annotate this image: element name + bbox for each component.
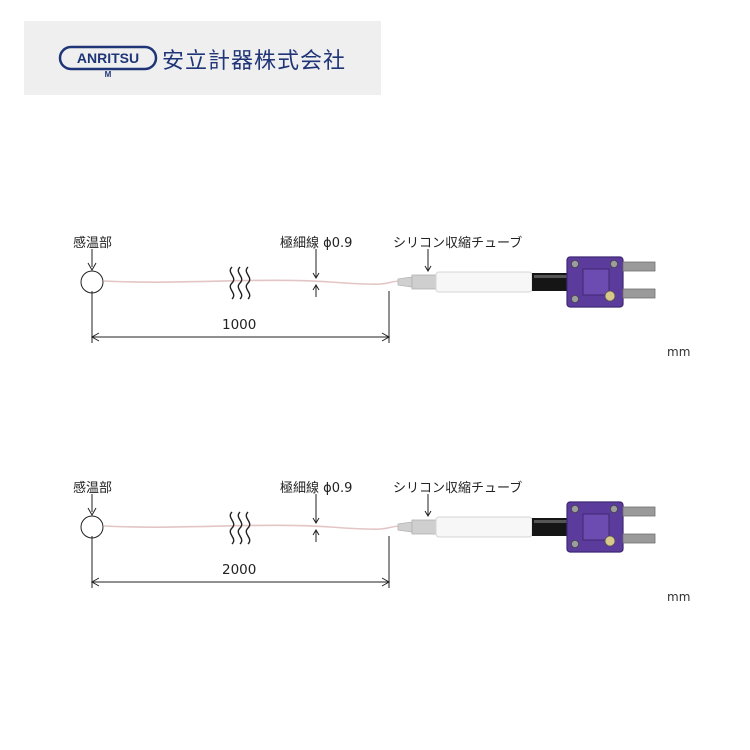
unit-label: mm (667, 345, 691, 359)
sensor-circle (80, 270, 104, 294)
dimension-arrow-right (381, 332, 391, 342)
wire-arrow-top-head (312, 517, 320, 524)
connector-screw (610, 260, 619, 269)
connector-pin (622, 288, 656, 299)
silicone-tube (435, 271, 533, 293)
sensor-arrow-head (87, 262, 97, 272)
dimension-arrow-left (90, 577, 100, 587)
sensor-arrow-head (87, 507, 97, 517)
wire-label: 極細線 ϕ0.9 (280, 236, 353, 251)
cable-highlight (534, 275, 568, 278)
cable-highlight (534, 520, 568, 523)
connector-face (582, 268, 610, 296)
anritsu-logo-icon: ANRITSU M (58, 45, 158, 79)
connector-screw (571, 295, 580, 304)
unit-label: mm (667, 590, 691, 604)
logo-bar: ANRITSU M 安立計器株式会社 (24, 21, 381, 95)
break-mark (245, 511, 251, 545)
length-label: 1000 (222, 317, 257, 333)
length-label: 2000 (222, 562, 257, 578)
wire (103, 279, 401, 285)
connector-screw (571, 505, 580, 514)
wire-arrow-top-head (312, 272, 320, 279)
silicone-tube (435, 516, 533, 538)
probe-diagram-1: 感温部 極細線 ϕ0.9 シリコン収縮チューブ 1000 mm (0, 225, 750, 365)
probe-diagram-2: 感温部 極細線 ϕ0.9 シリコン収縮チューブ 2000 mm (0, 470, 750, 610)
connector-pin (622, 261, 656, 272)
sensor-label: 感温部 (73, 236, 113, 251)
connector-screw (571, 260, 580, 269)
break-mark (245, 266, 251, 300)
sleeve (411, 274, 437, 290)
break-mark (237, 511, 243, 545)
dimension-arrow-left (90, 332, 100, 342)
connector-plug-mark (604, 535, 616, 547)
sensor-label: 感温部 (73, 481, 113, 496)
sleeve-tip (397, 521, 413, 533)
sleeve-tip (397, 276, 413, 288)
sleeve (411, 519, 437, 535)
tube-arrow-head (424, 265, 432, 272)
connector-face (582, 513, 610, 541)
probe-drawing (80, 249, 656, 343)
connector-plug-mark (604, 290, 616, 302)
tube-arrow-head (424, 510, 432, 517)
tube-label: シリコン収縮チューブ (393, 236, 523, 251)
connector-pin (622, 506, 656, 517)
wire-arrow-bottom-head (312, 529, 320, 536)
probe-drawing (80, 494, 656, 588)
logo-text: ANRITSU (77, 50, 139, 66)
company-name: 安立計器株式会社 (162, 49, 347, 74)
break-mark (229, 266, 235, 300)
tube-label: シリコン収縮チューブ (393, 481, 523, 496)
sensor-circle (80, 515, 104, 539)
connector-screw (610, 505, 619, 514)
dimension-arrow-right (381, 577, 391, 587)
wire (103, 524, 401, 530)
connector-screw (571, 540, 580, 549)
break-mark (237, 266, 243, 300)
connector-pin (622, 533, 656, 544)
wire-label: 極細線 ϕ0.9 (280, 481, 353, 496)
wire-arrow-bottom-head (312, 284, 320, 291)
break-mark (229, 511, 235, 545)
logo-sub: M (105, 70, 112, 79)
